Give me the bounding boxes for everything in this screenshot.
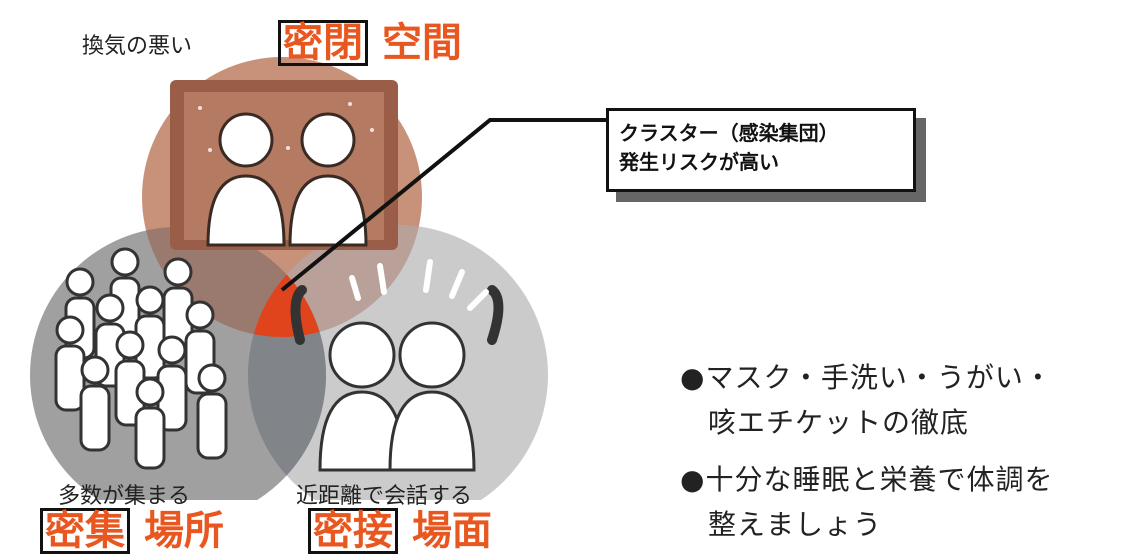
tip-item-2: ●十分な睡眠と栄養で体調を 整えましょう — [680, 462, 1140, 542]
close-contact-title-rest: 場面 — [411, 508, 492, 554]
callout-pointer — [280, 118, 610, 292]
two-people-icon — [206, 112, 368, 247]
cluster-risk-callout: クラスター（感染集団） 発生リスクが高い — [606, 108, 916, 192]
bullet-icon: ● — [680, 463, 706, 496]
tip-2-line-2: 整えましょう — [708, 508, 883, 541]
crowded-place-title: 密集 場所 — [40, 508, 224, 554]
tip-1-line-1: マスク・手洗い・うがい・ — [705, 361, 1053, 394]
crowded-place-title-boxed: 密集 — [40, 508, 130, 554]
close-contact-title: 密接 場面 — [308, 508, 492, 554]
closed-space-caption: 換気の悪い — [82, 34, 193, 59]
crowded-place-title-rest: 場所 — [143, 508, 224, 554]
tip-1-line-2: 咳エチケットの徹底 — [708, 406, 970, 439]
three-c-venn-diagram — [30, 57, 610, 500]
tip-2-line-1: 十分な睡眠と栄養で体調を — [705, 463, 1054, 496]
closed-space-title-boxed: 密閉 — [278, 20, 368, 66]
close-contact-title-boxed: 密接 — [308, 508, 398, 554]
crowd-icon — [54, 247, 228, 470]
close-talk-icon — [290, 285, 504, 472]
tip-item-1: ●マスク・手洗い・うがい・ 咳エチケットの徹底 — [680, 360, 1140, 440]
closed-space-title-rest: 空間 — [381, 20, 462, 66]
crowded-place-caption: 多数が集まる — [58, 484, 191, 509]
excitement-lines-icon — [349, 259, 489, 311]
closed-space-title: 密閉 空間 — [278, 20, 462, 66]
callout-line-1: クラスター（感染集団） — [619, 121, 839, 145]
callout-line-2: 発生リスクが高い — [619, 150, 779, 174]
bullet-icon: ● — [680, 361, 706, 394]
close-contact-caption: 近距離で会話する — [296, 484, 473, 509]
